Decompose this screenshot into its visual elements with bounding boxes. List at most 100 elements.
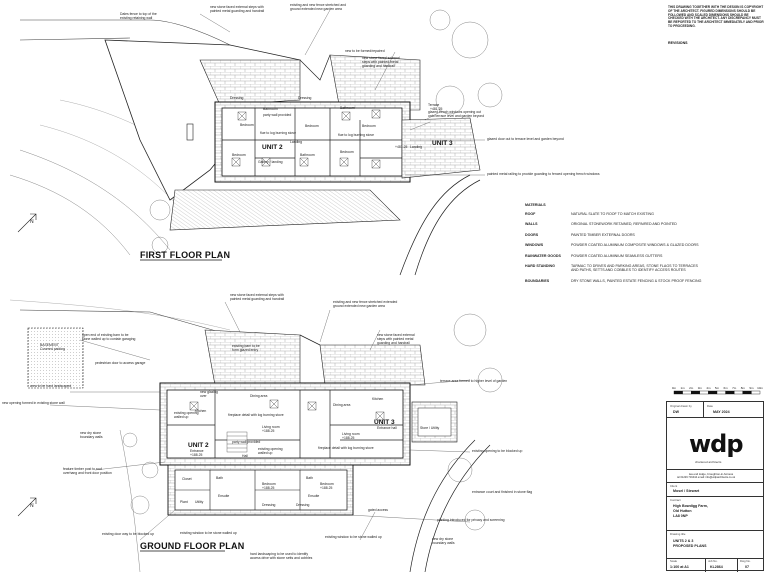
room-label: Entrance+188.25 — [190, 449, 204, 457]
annotation: existing opening to be blocked up — [472, 449, 523, 453]
room-label: Dressing — [296, 503, 310, 507]
scale-bar-label: 7m — [732, 386, 737, 390]
drawing-no-value: 07 — [745, 565, 749, 569]
ground-floor-unit2-label: UNIT 2 — [188, 442, 209, 449]
contract-line1: High Bowdigg Farm, — [673, 504, 708, 508]
ground-floor-plan-title: GROUND FLOOR PLAN — [140, 541, 245, 551]
scale-bar-label: 9m — [749, 386, 754, 390]
annotation: painted metal railing to provide guardin… — [487, 172, 600, 176]
room-label: Kitchen — [372, 397, 384, 401]
room-label: Bedroom — [305, 124, 319, 128]
room-label: Kitchen — [195, 409, 207, 413]
room-label: Dressing — [230, 96, 244, 100]
room-label: gated access — [368, 508, 388, 512]
scale-bar-segment — [734, 390, 744, 395]
scale-bar-segment — [716, 390, 726, 395]
annotation: pedestrian door to access garage — [95, 361, 146, 365]
scale-bar-label: 3m — [698, 386, 703, 390]
room-label: Closet — [182, 477, 192, 481]
room-label: Bedroom+188.25 — [262, 482, 276, 490]
drawing-title-line2: PROPOSED PLANS — [673, 544, 707, 548]
ground-floor-plan: N — [9, 299, 503, 573]
annotation: party wall provided — [232, 440, 261, 444]
wdp-logo: wdp — [689, 430, 744, 458]
drawing-no-label: Dwg No. — [740, 559, 751, 563]
room-label: Bedroom+188.25 — [320, 482, 334, 490]
scale-bar-label: 1m — [681, 386, 686, 390]
room-label: Dining area — [333, 403, 351, 407]
room-label: Bedroom — [340, 150, 354, 154]
scale-bar-segment — [673, 390, 683, 395]
room-label: Bath — [306, 476, 313, 480]
copyright-disclaimer: THIS DRAWING TOGETHER WITH THE DESIGN IS… — [668, 5, 764, 28]
job-no-value: KL2864 — [710, 565, 723, 569]
scale-bar-label: 2m — [689, 386, 694, 390]
room-label: Dressing — [262, 503, 276, 507]
scale-bar-segment — [691, 390, 701, 395]
client-label: Client — [670, 484, 678, 488]
scale-bar-segment — [725, 390, 735, 395]
room-label: Bathroom — [300, 153, 315, 157]
scale-bar-segment — [751, 390, 761, 395]
svg-text:N: N — [30, 219, 34, 225]
scale-value: 1:100 at A1 — [670, 565, 689, 569]
date-value: MAY 2024 — [713, 410, 730, 414]
date-label: Date — [707, 404, 713, 408]
svg-text:N: N — [30, 503, 34, 509]
room-label: Bathroom — [340, 106, 355, 110]
annotation: flue to log burning stove — [338, 133, 375, 137]
drawn-by-value: DW — [673, 410, 679, 414]
annotation: entrance court and finished in stone fla… — [472, 490, 533, 494]
annotation: new opening formed in existing stone wal… — [2, 401, 65, 405]
scale-bar-label: 5m — [715, 386, 720, 390]
practice-address: lea end lodge, broughton-in-furness — [689, 472, 734, 476]
room-label: Dining area — [250, 394, 268, 398]
annotation: existing window to be stone walled up — [325, 535, 382, 539]
drawing-title-line1: UNITS 2 & 3 — [673, 539, 694, 543]
room-label: Living room+188.25 — [262, 425, 280, 433]
scale-bar-label: 0m — [672, 386, 677, 390]
first-floor-unit2-label: UNIT 2 — [262, 144, 283, 151]
room-label: Utility — [195, 500, 204, 504]
level-label: +481.25 — [395, 145, 408, 149]
contract-line2: Old Hutton — [673, 509, 692, 513]
scale-bar-label: 10m — [757, 386, 763, 390]
first-floor-plan-title: FIRST FLOOR PLAN — [140, 250, 231, 260]
scale-bar-label: 4m — [706, 386, 711, 390]
first-floor-unit3-label: UNIT 3 — [432, 140, 453, 147]
annotation: terrace area formed to higher level of g… — [440, 379, 508, 383]
job-no-label: Job No. — [708, 559, 718, 563]
room-label: Landing — [290, 140, 303, 144]
room-label: Landing — [410, 145, 423, 149]
annotation: flue to log burning stove — [260, 131, 297, 135]
ground-floor-unit3-label: UNIT 3 — [374, 419, 395, 426]
annotation: party wall provided — [263, 113, 292, 117]
room-label: Plant — [180, 500, 188, 504]
room-label: Store / Utility — [420, 426, 440, 430]
annotation: existing window to be stone walled up — [180, 531, 237, 535]
annotation: glazed door out to terrace level and gar… — [487, 137, 564, 141]
room-label: Terrace — [428, 103, 440, 107]
materials-heading: MATERIALS — [525, 203, 546, 207]
title-block: Original drawn by DW Date MAY 2024 wdp c… — [666, 401, 764, 572]
room-label: Entrance hall — [377, 426, 397, 430]
first-floor-plan: N — [9, 9, 503, 276]
